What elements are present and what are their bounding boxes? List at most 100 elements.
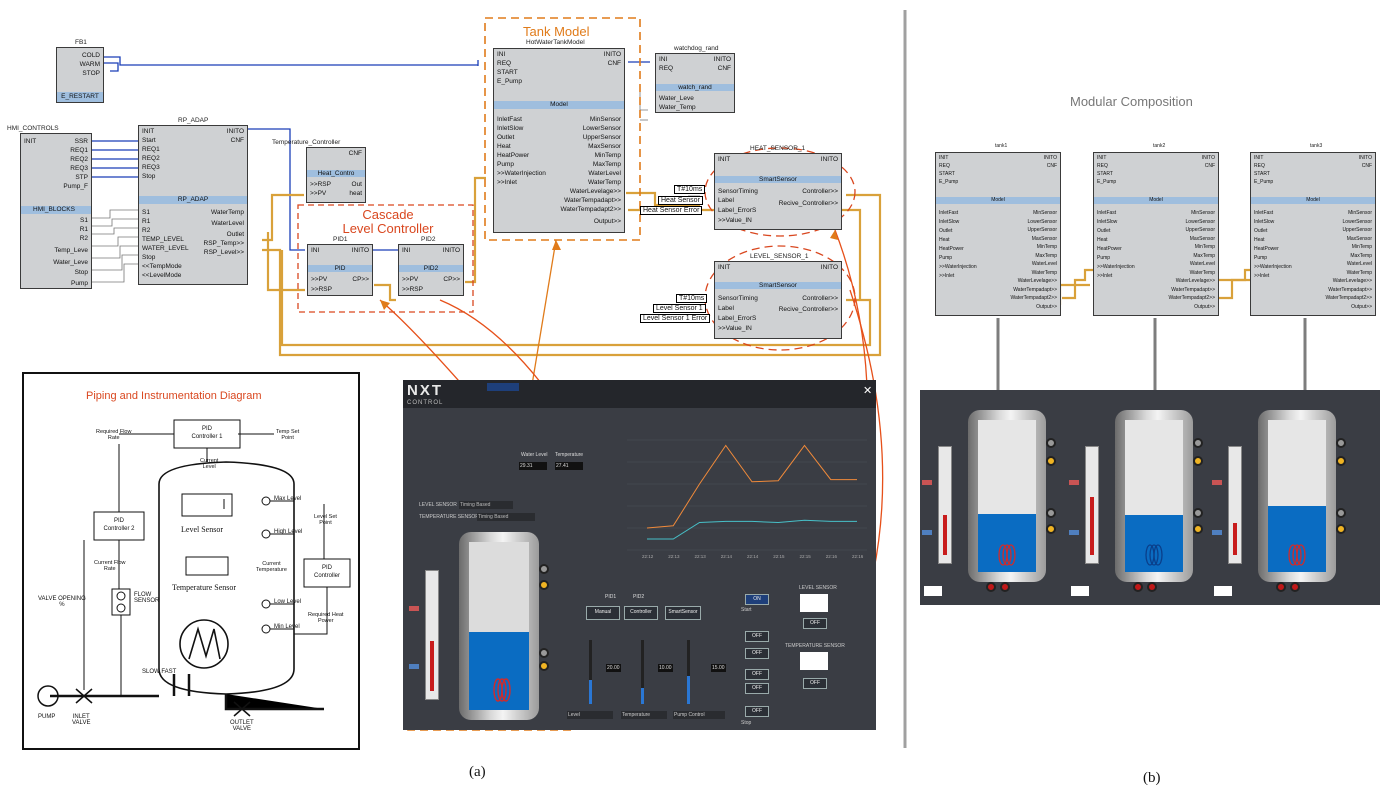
chart-x-tick: 22:14 [747,554,759,559]
pid-controller-1: PID Controller 1 [191,426,223,440]
watchdog-block[interactable]: INI REQ INITO CNF watch_rand Water_Leve … [655,53,735,113]
mod-therm-red-marker-2 [1212,480,1222,485]
pid2-out2-0: CP>> [443,276,460,283]
heater-coil-icon [1145,544,1163,566]
pid-min-level: Min Level [274,624,300,630]
temperature-value: 27.41 [555,462,583,470]
tank-in-1: REQ [497,60,512,67]
slider-1[interactable] [589,640,592,704]
heat-sensor-block[interactable]: INIT INITO SmartSensor SensorTiming Labe… [714,153,842,230]
hmi-out2-1: R1 [79,226,88,233]
caption-b: (b) [1143,770,1161,786]
fb1-block[interactable]: COLD WARM STOP E_RESTART [56,47,104,103]
mod0-out2-7: WaterTemp [1031,269,1057,276]
level-sensor-panel-label: LEVEL SENSOR [799,585,837,591]
pid2-bar: PID2 [399,265,463,272]
off-button-5[interactable]: OFF [745,706,769,717]
pid-high-level: High Level [274,529,303,535]
tank-out2-3: MaxSensor [588,143,621,150]
mod0-bar: Model [936,197,1060,204]
rp-in2-2: R2 [142,227,151,234]
slider-1-fill [589,680,592,704]
on-button[interactable]: ON [745,594,769,605]
mod-tank1-valve-0 [1133,582,1143,592]
temp-ctrl-title: Temperature_Controller [272,139,341,146]
chart-x-tick: 22:13 [695,554,707,559]
mod-block-title-0: tank1 [995,143,1008,149]
mod2-out2-0: MinSensor [1348,210,1372,216]
level-sensor-block[interactable]: INIT INITO SmartSensor SensorTiming Labe… [714,261,842,339]
manual-button[interactable]: Manual [586,606,620,620]
smartsensor-button[interactable]: SmartSensor [665,606,701,620]
tank-in2-1: InletSlow [497,125,524,132]
pid2-out-0: INITO [442,247,460,254]
mod0-in2-4: HeatPower [939,246,964,252]
rp-in2-5: Stop [142,254,156,261]
mod-block-title-2: tank3 [1310,143,1323,149]
tank-out2-5: MaxTemp [592,161,621,168]
hmi-bar: HMI_BLOCKS [21,206,91,214]
controller-button[interactable]: Controller [624,606,658,620]
tank-out2-2: UpperSensor [582,134,621,141]
off-button-3[interactable]: OFF [745,669,769,680]
mod2-out2-4: MinTemp [1351,244,1372,250]
hmi-in-0: INIT [24,138,37,145]
pid2-block[interactable]: INI INITO PID2 >>PV >>RSP CP>> [398,244,464,296]
mod0-out2-4: MinTemp [1036,244,1057,250]
wd-bar: watch_rand [656,84,734,91]
pid2-in-0: INI [402,247,411,254]
rp-in-3: REQ2 [142,155,160,162]
tank-in2-6: >>WaterInjection [497,170,546,177]
mod-tank1-sensor-3 [1193,524,1203,534]
level-sensor-off[interactable]: OFF [803,618,827,629]
pid-level-sensor: Level Sensor [181,525,223,534]
tc-out-0: CNF [348,150,362,157]
off-button-2[interactable]: OFF [745,648,769,659]
mod2-out2-3: MaxSensor [1346,235,1372,242]
hmi-out-2: REQ2 [70,156,88,163]
tank-bar: Model [494,101,624,109]
hmi-sensor-2 [539,580,549,590]
pid-valve-opening: VALVE OPENING % [38,596,86,608]
temp-sensor-mode[interactable]: Timing Based [477,513,535,521]
off-button-1[interactable]: OFF [745,631,769,642]
chart-x-tick: 22:15 [800,554,812,559]
slider-2[interactable] [641,640,644,704]
pid1-block[interactable]: INI INITO PID >>PV >>RSP CP>> [307,244,373,296]
close-icon[interactable]: ✕ [863,385,873,397]
off-button-4[interactable]: OFF [745,683,769,694]
slider-3[interactable] [687,640,690,704]
therm-blue-marker [409,664,419,669]
tank-block[interactable]: INI REQ START E_Pump INITO CNF Model Inl… [493,48,625,233]
rp-in-2: REQ1 [142,146,160,153]
mod0-out2-5: MaxTemp [1035,252,1057,259]
tank-in2-2: Outlet [497,134,515,141]
mod1-in-0: INIT [1097,155,1107,161]
temp-ctrl-block[interactable]: CNF Heat_Contro >>RSP >>PV Out heat [306,147,366,203]
rp-adap-block[interactable]: INIT Start REQ1 REQ2 REQ3 Stop INITO CNF… [138,125,248,285]
temp-sensor-off[interactable]: OFF [803,678,827,689]
hmi-sensor-3 [539,648,549,658]
fb1-footer: E_RESTART [57,92,103,102]
hmi-controls-block[interactable]: INIT SSR REQ1 REQ2 REQ3 STP Pump_F HMI_B… [20,133,92,289]
hs-out-0: INITO [820,156,838,163]
ls-in2-3: >>Value_IN [718,325,752,332]
hmi-tab[interactable] [487,383,519,391]
fb1-title: FB1 [75,39,87,46]
mod-thermometer-2 [1228,446,1242,564]
mod2-in-3: E_Pump [1254,179,1274,185]
rp-in2-1: R1 [142,218,151,225]
chart-x-tick: 22:13 [668,554,680,559]
mod1-out2-1: LowerSensor [1185,218,1215,225]
pid-diagram-panel: Piping and Instrumentation Diagram [22,372,360,750]
mod0-out2-11: Output>> [1036,303,1057,310]
mod2-in2-3: Heat [1254,237,1265,243]
mod0-out2-1: LowerSensor [1027,218,1057,225]
temp-sensor-panel-label: TEMPERATURE SENSOR [785,643,845,649]
ls-in2-2: Label_ErrorS [718,315,757,322]
wd-in2-0: Water_Leve [659,95,694,102]
level-sensor-mode[interactable]: Timing Based [459,501,513,509]
